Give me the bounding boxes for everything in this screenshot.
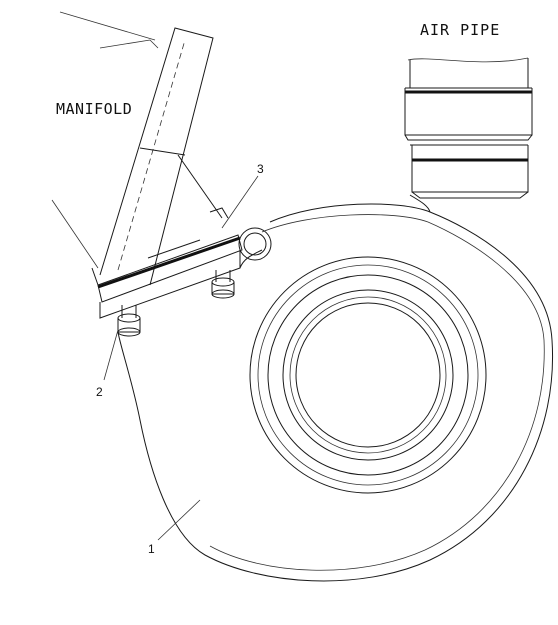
- bolt-left: [117, 305, 141, 337]
- boss: [238, 227, 272, 261]
- air-pipe-label: AIR PIPE: [420, 21, 501, 39]
- callout-1: 1: [148, 542, 155, 556]
- callout-3: 3: [257, 162, 264, 176]
- callout-2: 2: [96, 385, 103, 399]
- flange: [91, 234, 243, 319]
- bolt-right: [211, 270, 235, 299]
- compressor-housing: [117, 194, 554, 582]
- manifold-label: MANIFOLD: [56, 100, 133, 118]
- leader-lines: [103, 175, 259, 541]
- manifold-arm: [51, 11, 229, 286]
- housing-rings: [249, 256, 487, 494]
- air-pipe: [404, 57, 533, 199]
